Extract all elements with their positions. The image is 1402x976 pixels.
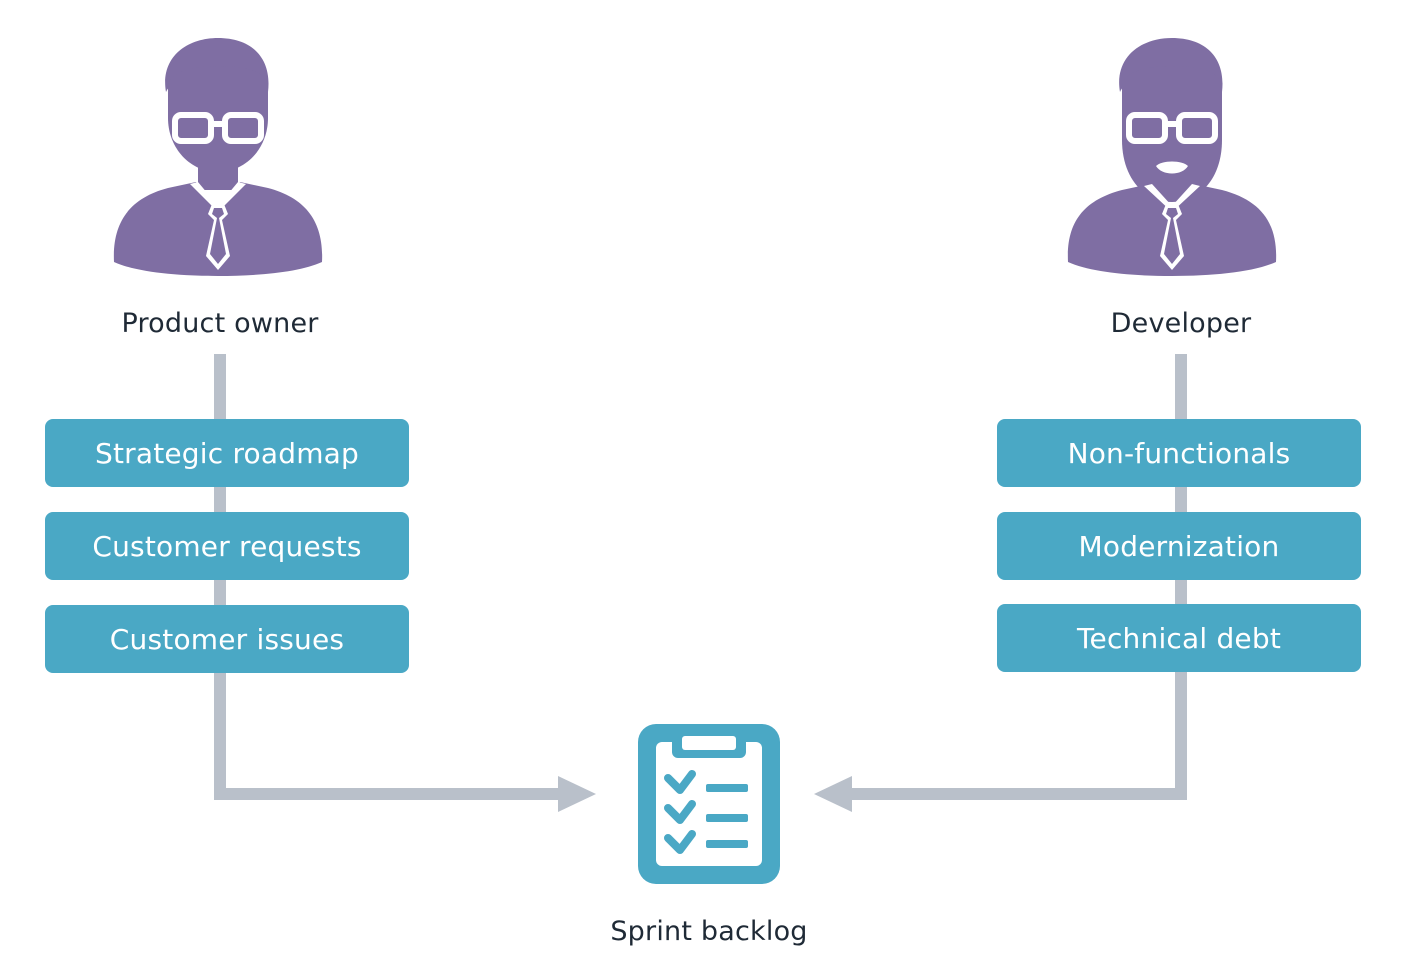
connector-lines bbox=[214, 354, 1187, 800]
item-modernization: Modernization bbox=[997, 512, 1361, 580]
item-non-functionals: Non-functionals bbox=[997, 419, 1361, 487]
businessman-glasses-icon bbox=[113, 38, 323, 276]
arrow-head-right-flow bbox=[814, 776, 852, 812]
developer-connector bbox=[850, 354, 1187, 800]
arrow-head-left-flow bbox=[558, 776, 596, 812]
product-owner-connector bbox=[214, 354, 560, 800]
item-strategic-roadmap: Strategic roadmap bbox=[45, 419, 409, 487]
item-customer-requests: Customer requests bbox=[45, 512, 409, 580]
item-customer-issues: Customer issues bbox=[45, 605, 409, 673]
product-owner-label: Product owner bbox=[121, 308, 319, 339]
item-technical-debt: Technical debt bbox=[997, 604, 1361, 672]
developer-label: Developer bbox=[1110, 308, 1252, 339]
bearded-man-glasses-icon bbox=[1067, 38, 1277, 276]
clipboard-checklist-icon bbox=[638, 724, 780, 884]
sprint-backlog-label: Sprint backlog bbox=[610, 916, 808, 947]
